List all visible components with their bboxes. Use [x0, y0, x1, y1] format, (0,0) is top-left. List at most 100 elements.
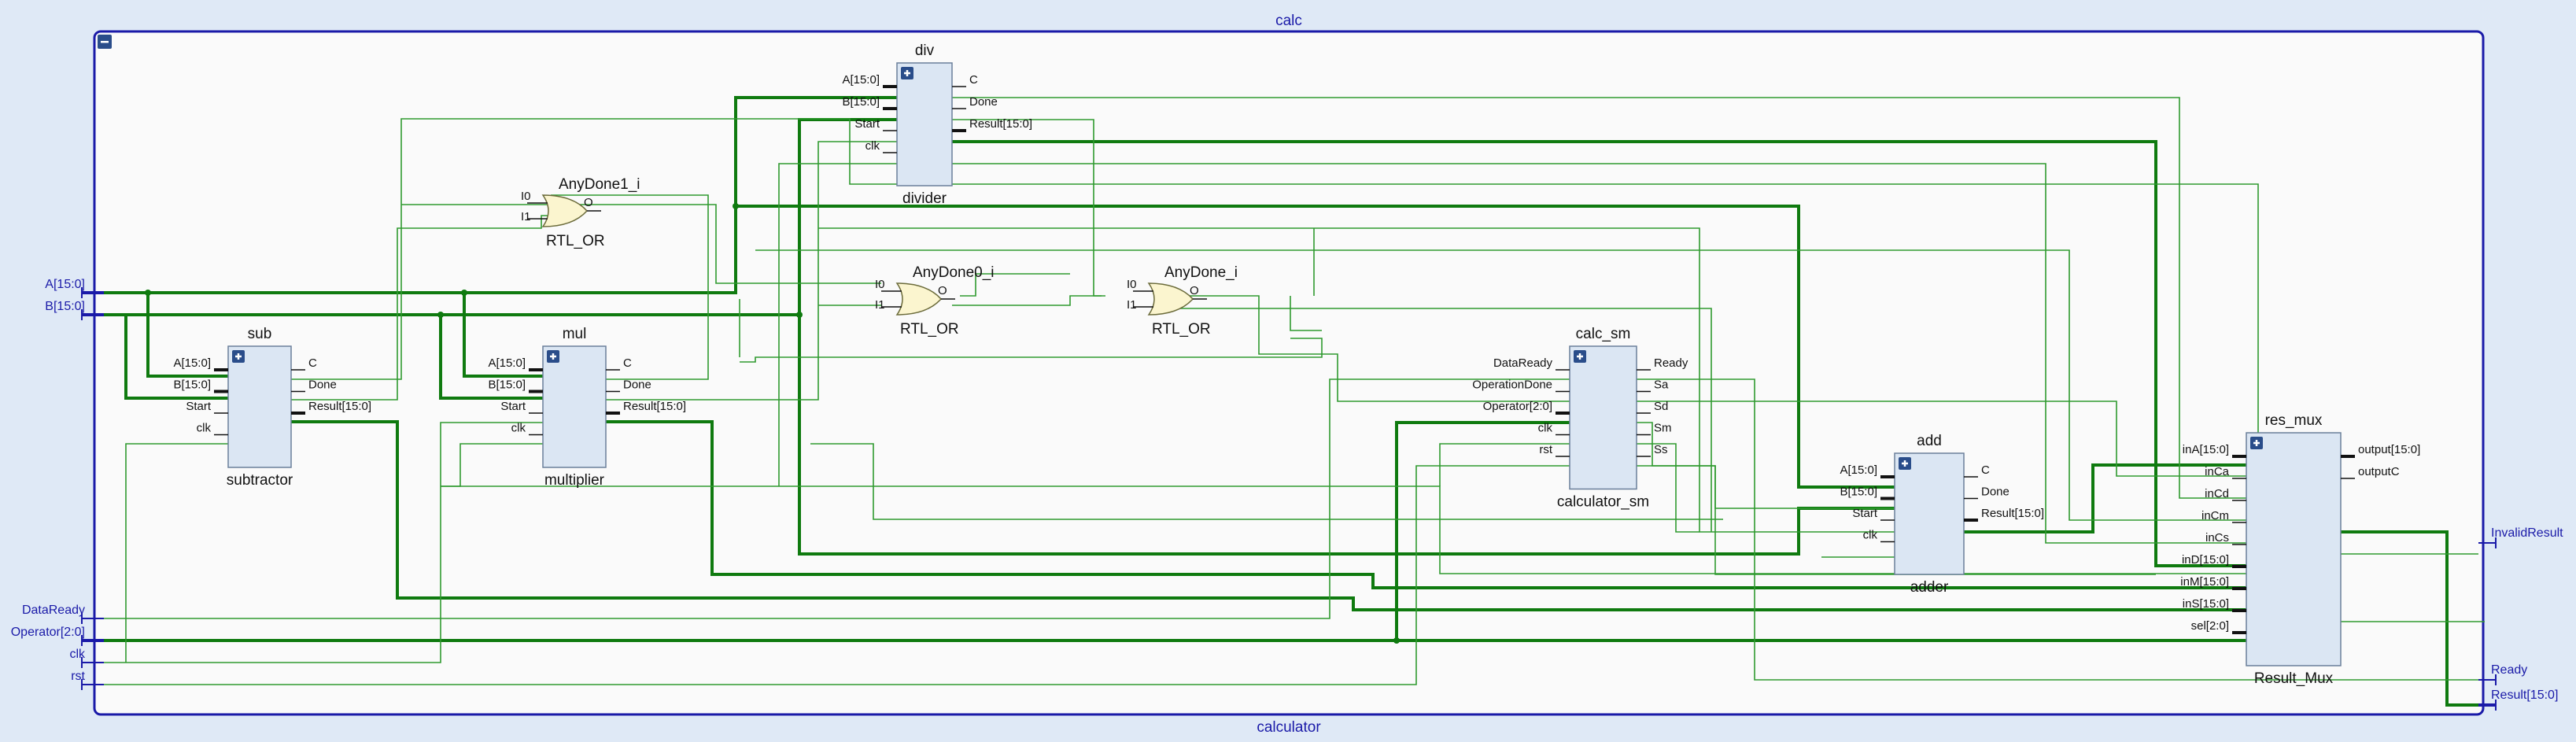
- pin-label: Sd: [1654, 400, 1668, 413]
- gate-type: RTL_OR: [546, 233, 605, 249]
- signal-net[interactable]: [1637, 378, 2485, 681]
- pin-label: I0: [521, 190, 531, 203]
- net-junction: [796, 312, 803, 318]
- input-port[interactable]: rst: [71, 670, 104, 690]
- pin-label: A[15:0]: [842, 73, 880, 87]
- block-res_mux[interactable]: res_muxResult_MuxinA[15:0]inCainCdinCmin…: [2180, 412, 2420, 687]
- pin-label: clk: [197, 422, 212, 435]
- signal-net[interactable]: [1290, 296, 1322, 331]
- signal-net[interactable]: [810, 443, 1723, 520]
- block-add[interactable]: addadderA[15:0]B[15:0]StartclkCDoneResul…: [1840, 433, 2044, 596]
- output-port[interactable]: Result[15:0]: [2478, 688, 2558, 711]
- bus-net[interactable]: [736, 205, 1895, 489]
- signal-net[interactable]: [1439, 443, 1570, 486]
- block-module-name: Result_Mux: [2254, 670, 2334, 687]
- block-mul[interactable]: mulmultiplierA[15:0]B[15:0]StartclkCDone…: [488, 326, 686, 489]
- pin-label: DataReady: [1493, 356, 1553, 370]
- block-calc_sm[interactable]: calc_smcalculator_smDataReadyOperationDo…: [1472, 326, 1688, 511]
- or-gate-icon[interactable]: [895, 282, 943, 316]
- bus-net[interactable]: [102, 118, 897, 316]
- output-port[interactable]: InvalidResult: [2478, 526, 2563, 548]
- port-label: clk: [69, 648, 86, 661]
- block-div[interactable]: divdividerA[15:0]B[15:0]StartclkCDoneRes…: [842, 42, 1032, 207]
- bus-net[interactable]: [291, 420, 2246, 611]
- input-port[interactable]: B[15:0]: [45, 300, 104, 320]
- block-module-name: divider: [902, 190, 947, 207]
- signal-net[interactable]: [740, 338, 1323, 363]
- port-label: Ready: [2491, 663, 2527, 677]
- pin-label: B[15:0]: [488, 378, 526, 392]
- bus-net[interactable]: [146, 293, 228, 378]
- pin-label: A[15:0]: [1840, 463, 1877, 477]
- signal-net[interactable]: [291, 215, 551, 401]
- signal-net[interactable]: [1637, 443, 1699, 533]
- input-port[interactable]: clk: [69, 648, 104, 668]
- block-instance-name: mul: [563, 326, 587, 342]
- signal-net[interactable]: [1157, 295, 1570, 402]
- signal-net[interactable]: [102, 422, 543, 663]
- input-port[interactable]: DataReady: [22, 604, 104, 624]
- bus-net[interactable]: [124, 315, 228, 400]
- pin-label: inCa: [2205, 465, 2230, 478]
- port-label: DataReady: [22, 604, 85, 617]
- pin-label: Result[15:0]: [1981, 507, 2044, 520]
- pin-label: clk: [1863, 529, 1878, 542]
- output-port[interactable]: Ready: [2478, 663, 2527, 685]
- signal-net[interactable]: [441, 485, 2246, 574]
- bus-net[interactable]: [439, 315, 543, 400]
- bus-net[interactable]: [102, 96, 897, 294]
- pin-label: B[15:0]: [1840, 485, 1877, 499]
- port-label: Operator[2:0]: [11, 626, 85, 639]
- pin-label: Done: [969, 95, 998, 109]
- block-body[interactable]: [1569, 345, 1637, 490]
- signal-net[interactable]: [441, 443, 543, 487]
- pin-label: inCs: [2205, 531, 2229, 545]
- bus-net[interactable]: [952, 140, 2246, 567]
- block-body[interactable]: [227, 345, 292, 468]
- block-instance-name: add: [1917, 433, 1942, 449]
- port-label: B[15:0]: [45, 300, 85, 313]
- pin-label: Result[15:0]: [969, 117, 1032, 131]
- block-sub[interactable]: subsubtractorA[15:0]B[15:0]StartclkCDone…: [173, 326, 371, 489]
- bus-net[interactable]: [1395, 421, 1570, 640]
- signal-net[interactable]: [102, 378, 1570, 619]
- or-gate-icon[interactable]: [1147, 282, 1194, 316]
- pin-label: C: [308, 356, 317, 370]
- pin-label: I0: [875, 278, 885, 291]
- pin-label: rst: [1539, 443, 1552, 456]
- signal-net[interactable]: [818, 227, 1964, 533]
- signal-net[interactable]: [778, 163, 897, 486]
- top-module-frame[interactable]: [93, 30, 2485, 716]
- pin-label: C: [623, 356, 632, 370]
- pin-label: inA[15:0]: [2183, 443, 2229, 456]
- signal-net[interactable]: [755, 249, 2246, 521]
- signal-net[interactable]: [960, 273, 1070, 297]
- signal-net[interactable]: [551, 194, 709, 380]
- bus-net[interactable]: [606, 420, 2246, 589]
- signal-net[interactable]: [102, 465, 1570, 685]
- block-body[interactable]: [896, 62, 953, 186]
- signal-net[interactable]: [125, 443, 228, 663]
- input-port[interactable]: A[15:0]: [45, 278, 104, 298]
- input-port[interactable]: Operator[2:0]: [11, 626, 104, 646]
- block-body[interactable]: [1894, 452, 1965, 575]
- bus-net[interactable]: [463, 293, 543, 378]
- pin-label: I1: [1127, 298, 1137, 312]
- signal-net[interactable]: [952, 295, 1105, 306]
- signal-net[interactable]: [952, 163, 2246, 544]
- signal-net[interactable]: [1637, 401, 2246, 477]
- block-body[interactable]: [2246, 432, 2342, 666]
- signal-net[interactable]: [952, 97, 2246, 499]
- pin-label: OperationDone: [1472, 378, 1552, 392]
- or-gate-icon[interactable]: [541, 194, 589, 227]
- block-body[interactable]: [542, 345, 607, 468]
- signal-net[interactable]: [606, 141, 897, 401]
- gate-instance-name: AnyDone0_i: [913, 264, 995, 281]
- bus-net[interactable]: [2341, 530, 2485, 707]
- bus-net[interactable]: [1964, 463, 2246, 533]
